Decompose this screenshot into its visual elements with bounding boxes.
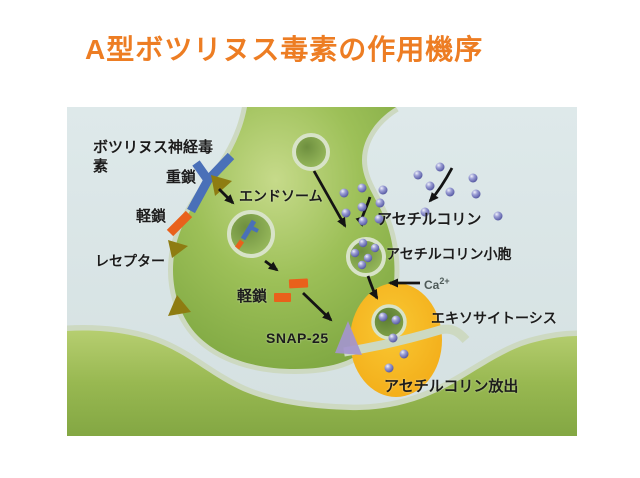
ach-sphere: [363, 253, 373, 263]
ach-sphere: [435, 162, 445, 172]
receptor-triangle-bound: [211, 175, 232, 196]
ach-sphere: [378, 312, 388, 322]
ach-sphere: [357, 183, 367, 193]
fused-vesicle-circle: [371, 304, 407, 340]
ach-sphere: [445, 187, 455, 197]
membrane-band-crossing: [343, 324, 470, 357]
label-light-chain: 軽鎖: [136, 208, 167, 225]
label-heavy-chain: 重鎖: [166, 169, 197, 186]
ach-sphere: [357, 202, 367, 212]
ach-sphere: [425, 181, 435, 191]
ach-sphere: [471, 189, 481, 199]
endosome-toxin-heavy-chain: [240, 219, 257, 241]
ach-sphere: [391, 315, 401, 325]
ach-sphere: [358, 216, 368, 226]
arrow-ach-cloud: [428, 167, 454, 203]
ach-sphere: [357, 260, 367, 270]
ach-sphere-cloud: [339, 162, 503, 226]
ach-sphere: [420, 207, 430, 217]
muscle-region: [67, 330, 577, 436]
ach-sphere: [493, 211, 503, 221]
ach-sphere: [339, 188, 349, 198]
light-chain-fragment: [288, 278, 309, 289]
early-vesicle-circle: [292, 133, 330, 171]
arrow-endosome-to-vesicle: [312, 170, 347, 228]
toxin-branch: [192, 160, 212, 183]
ach-sphere: [350, 248, 360, 258]
light-chain-fragment: [274, 293, 291, 302]
ach-sphere: [399, 349, 409, 359]
receptor-triangle: [168, 240, 188, 258]
arrow-vesicle-to-fusion: [366, 275, 379, 300]
label-receptor: レセプター: [95, 253, 165, 269]
label-botulinum-neurotoxin: ボツリヌス神経毒素: [93, 139, 214, 175]
ach-sphere: [341, 208, 351, 218]
ach-sphere: [388, 333, 398, 343]
arrow-lightchain-to-snap25: [302, 291, 333, 322]
arrow-toxin-to-endosome: [218, 188, 235, 205]
ach-sphere: [370, 243, 380, 253]
ach-sphere: [375, 198, 385, 208]
released-spheres: [378, 312, 409, 373]
ach-sphere: [358, 238, 368, 248]
botulinum-toxin: [166, 152, 235, 237]
endosome-toxin-light-chain: [234, 239, 245, 250]
label-calcium: Ca2+: [424, 276, 450, 293]
ach-sphere: [378, 185, 388, 195]
label-light-chain-cleaved: 軽鎖: [237, 288, 268, 305]
ach-sphere: [374, 214, 384, 224]
calcium-symbol: Ca: [424, 278, 440, 292]
label-exocytosis: エキソサイトーシス: [431, 310, 557, 326]
ach-vesicle-spheres: [350, 238, 380, 270]
label-acetylcholine: アセチルコリン: [377, 211, 482, 228]
endosome-circle: [227, 210, 275, 258]
toxin-light-chain: [166, 210, 193, 237]
endosome-toxin-branch: [249, 225, 259, 233]
arrow-endosome-to-lightchain: [264, 259, 279, 272]
calcium-charge: 2+: [439, 276, 450, 286]
ach-sphere: [468, 173, 478, 183]
label-acetylcholine-vesicle: アセチルコリン小胞: [386, 246, 512, 262]
label-endosome: エンドソーム: [239, 188, 323, 204]
page-title: A型ボツリヌス毒素の作用機序: [85, 34, 484, 65]
snap25-triangle: [335, 321, 362, 355]
receptor-triangle: [168, 295, 191, 316]
ach-sphere: [384, 363, 394, 373]
label-acetylcholine-release: アセチルコリン放出: [384, 378, 519, 395]
nerve-terminal: [173, 107, 396, 369]
label-snap25: SNAP-25: [266, 330, 329, 346]
arrows: [218, 167, 454, 322]
endosome-toxin: [234, 219, 259, 250]
ach-sphere: [413, 170, 423, 180]
